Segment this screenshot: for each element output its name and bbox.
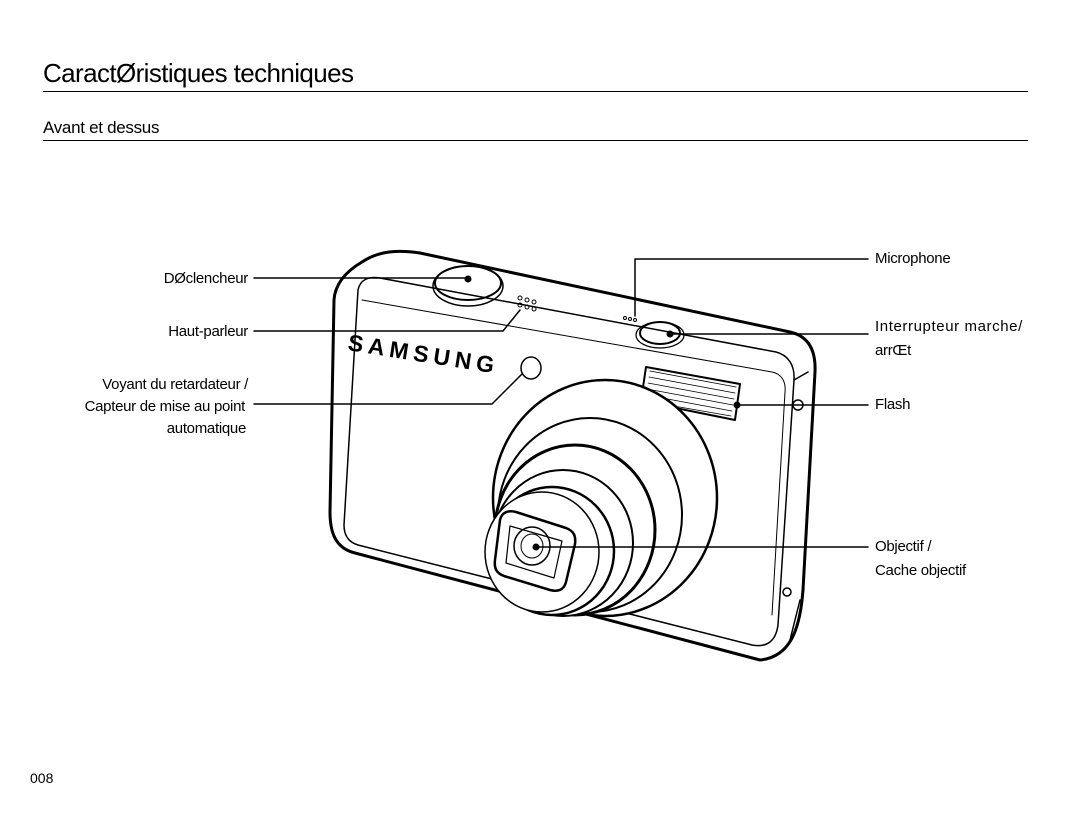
af-lamp-drawing [520, 356, 542, 380]
label-lens-2: Cache objectif [875, 562, 966, 579]
speaker-holes [517, 295, 537, 312]
label-lens-1: Objectif / [875, 538, 932, 555]
leader-af-lamp [253, 373, 523, 405]
shutter-button-drawing [432, 265, 504, 307]
microphone-holes [623, 316, 637, 322]
label-shutter: DØclencheur [163, 270, 249, 287]
dot-lens [532, 543, 540, 551]
label-timer-2: Capteur de mise au point [84, 398, 246, 415]
lens-drawing [484, 378, 719, 618]
power-button-drawing [635, 321, 685, 349]
dot-flash [733, 401, 741, 409]
label-power-2: arrŒt [875, 342, 912, 359]
title-rule [43, 91, 1028, 92]
camera-brand-logo: SAMSUNG [346, 329, 501, 379]
page-title: CaractØristiques techniques [43, 58, 354, 88]
subtitle-rule [43, 140, 1028, 141]
leader-speaker [253, 309, 521, 332]
label-timer-1: Voyant du retardateur / [102, 376, 248, 393]
camera-body-outline [328, 249, 817, 662]
page-number: 008 [30, 770, 54, 786]
label-timer-3: automatique [166, 420, 247, 437]
section-subtitle: Avant et dessus [43, 118, 160, 137]
label-speaker: Haut-parleur [168, 323, 248, 340]
leader-microphone [634, 258, 869, 317]
label-microphone: Microphone [875, 250, 951, 267]
dot-power [666, 330, 674, 338]
label-power-1: Interrupteur marche/ [875, 318, 1023, 335]
label-flash: Flash [875, 396, 911, 413]
dot-shutter [464, 275, 472, 283]
